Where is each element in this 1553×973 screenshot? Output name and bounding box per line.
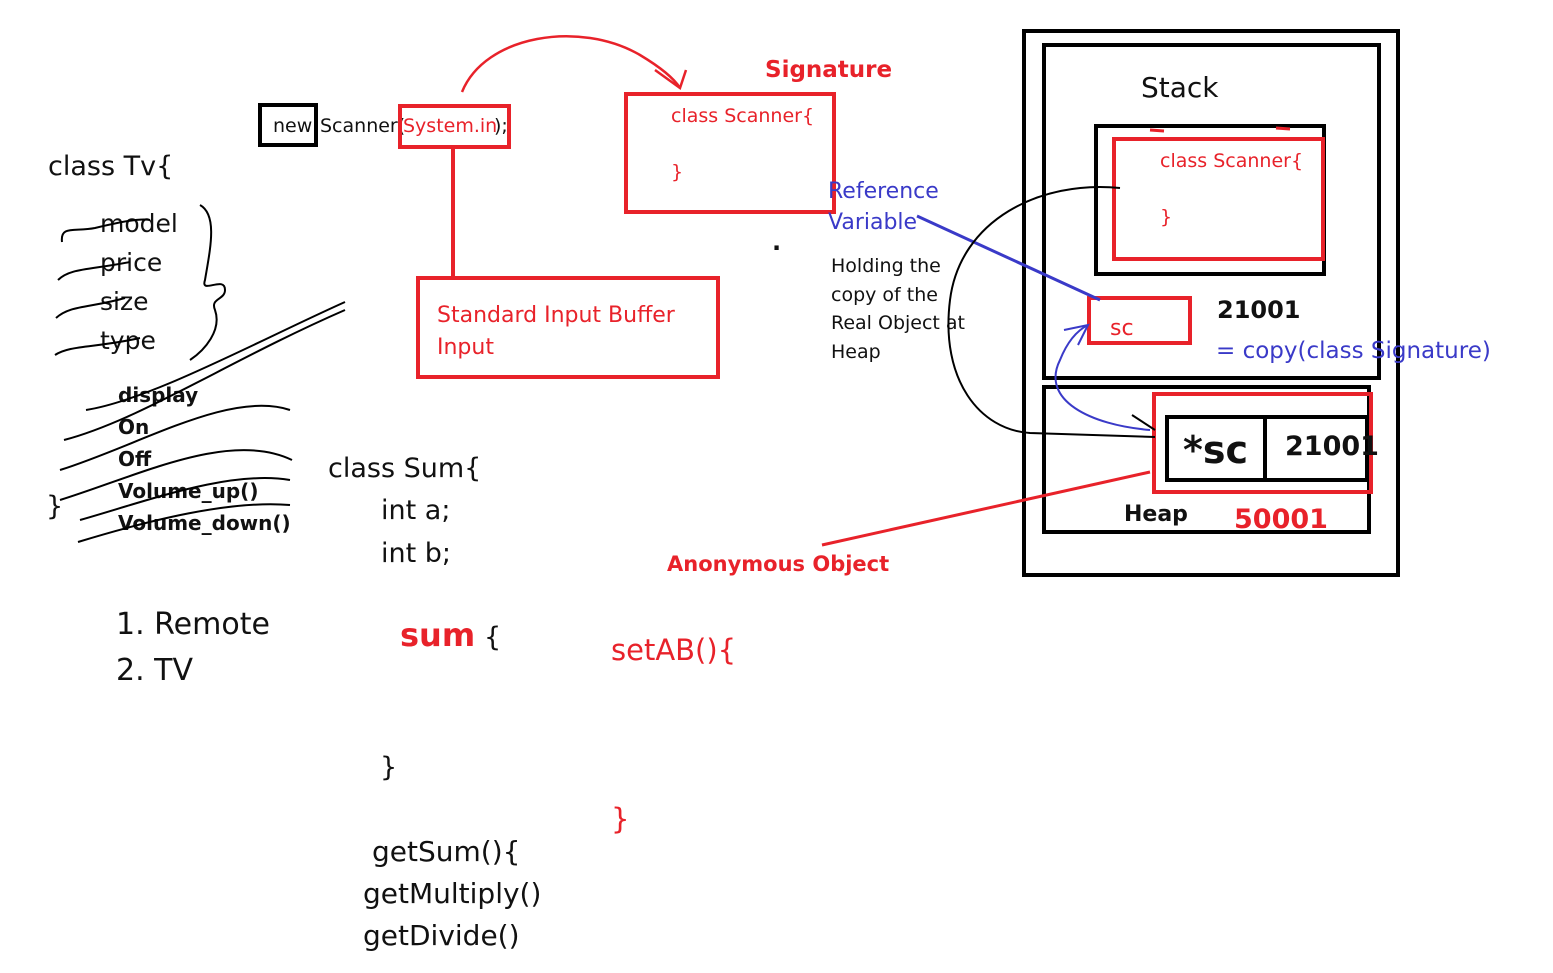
class-sum-heading: class Sum{: [328, 453, 482, 484]
list-item-remote: 1. Remote: [116, 607, 270, 642]
new-keyword-box: [258, 103, 318, 147]
field-price: price: [100, 248, 163, 277]
setab-open: setAB(){: [611, 633, 737, 667]
standard-input-line2: Input: [437, 335, 494, 360]
heap-label: Heap: [1124, 502, 1188, 527]
heap-object-box: [1152, 392, 1373, 494]
stray-dot: .: [772, 228, 782, 256]
method-off: Off: [118, 447, 152, 471]
list-item-tv: 2. TV: [116, 653, 194, 688]
field-size: size: [100, 287, 149, 316]
method-getsum: getSum(){: [372, 835, 521, 868]
sum-constructor-close: }: [380, 752, 398, 783]
signature-arrow: [460, 35, 682, 93]
holding-line-4: Heap: [831, 341, 881, 363]
system-in-label: System.in: [403, 115, 498, 137]
field-model: model: [100, 209, 178, 238]
sc-variable-box: [1087, 296, 1192, 345]
heap-ptr-label: *sc: [1183, 428, 1249, 472]
sum-field-b: int b;: [381, 538, 452, 569]
copy-class-signature: = copy(class Signature): [1216, 338, 1491, 364]
signature-box: [624, 92, 836, 214]
heap-addr-cell: [1263, 415, 1369, 482]
anonymous-object-label: Anonymous Object: [667, 552, 890, 576]
stack-address: 21001: [1217, 296, 1301, 324]
heap-address: 50001: [1234, 504, 1328, 535]
signature-class-line: class Scanner{: [671, 105, 815, 127]
method-volume-up: Volume_up(): [118, 479, 259, 503]
class-tv-close-brace: }: [46, 491, 64, 522]
heap-addr-value: 21001: [1285, 431, 1379, 462]
holding-line-1: Holding the: [831, 255, 941, 277]
method-volume-down: Volume_down(): [118, 511, 291, 535]
stack-label: Stack: [1141, 71, 1219, 104]
holding-line-3: Real Object at: [831, 312, 966, 334]
reference-label: Reference: [828, 179, 939, 204]
sum-constructor-open: {: [484, 622, 502, 653]
signature-label: Signature: [765, 57, 893, 83]
scanner-constructor: Scanner(: [320, 115, 406, 137]
method-getmultiply: getMultiply(): [363, 877, 542, 910]
holding-line-2: copy of the: [831, 284, 938, 306]
stack-scanner-class-line: class Scanner{: [1160, 150, 1304, 172]
signature-arrowhead: [654, 68, 688, 91]
method-display: display: [118, 383, 199, 407]
field-type: type: [100, 326, 156, 355]
class-tv-heading: class Tv{: [48, 151, 174, 182]
sum-field-a: int a;: [381, 495, 451, 526]
method-getdivide: getDivide(): [363, 919, 520, 952]
new-keyword: new: [273, 115, 313, 137]
setab-close: }: [611, 802, 630, 836]
variable-label: Variable: [828, 210, 918, 235]
sum-constructor-name: sum: [400, 616, 476, 654]
sc-variable-label: sc: [1110, 316, 1134, 341]
standard-input-buffer-box: [416, 276, 720, 379]
standard-input-line1: Standard Input Buffer: [437, 303, 675, 328]
method-on: On: [118, 415, 150, 439]
signature-close-brace: }: [671, 161, 684, 183]
stack-scanner-close-brace: }: [1160, 206, 1173, 228]
statement-end: );: [494, 115, 508, 137]
